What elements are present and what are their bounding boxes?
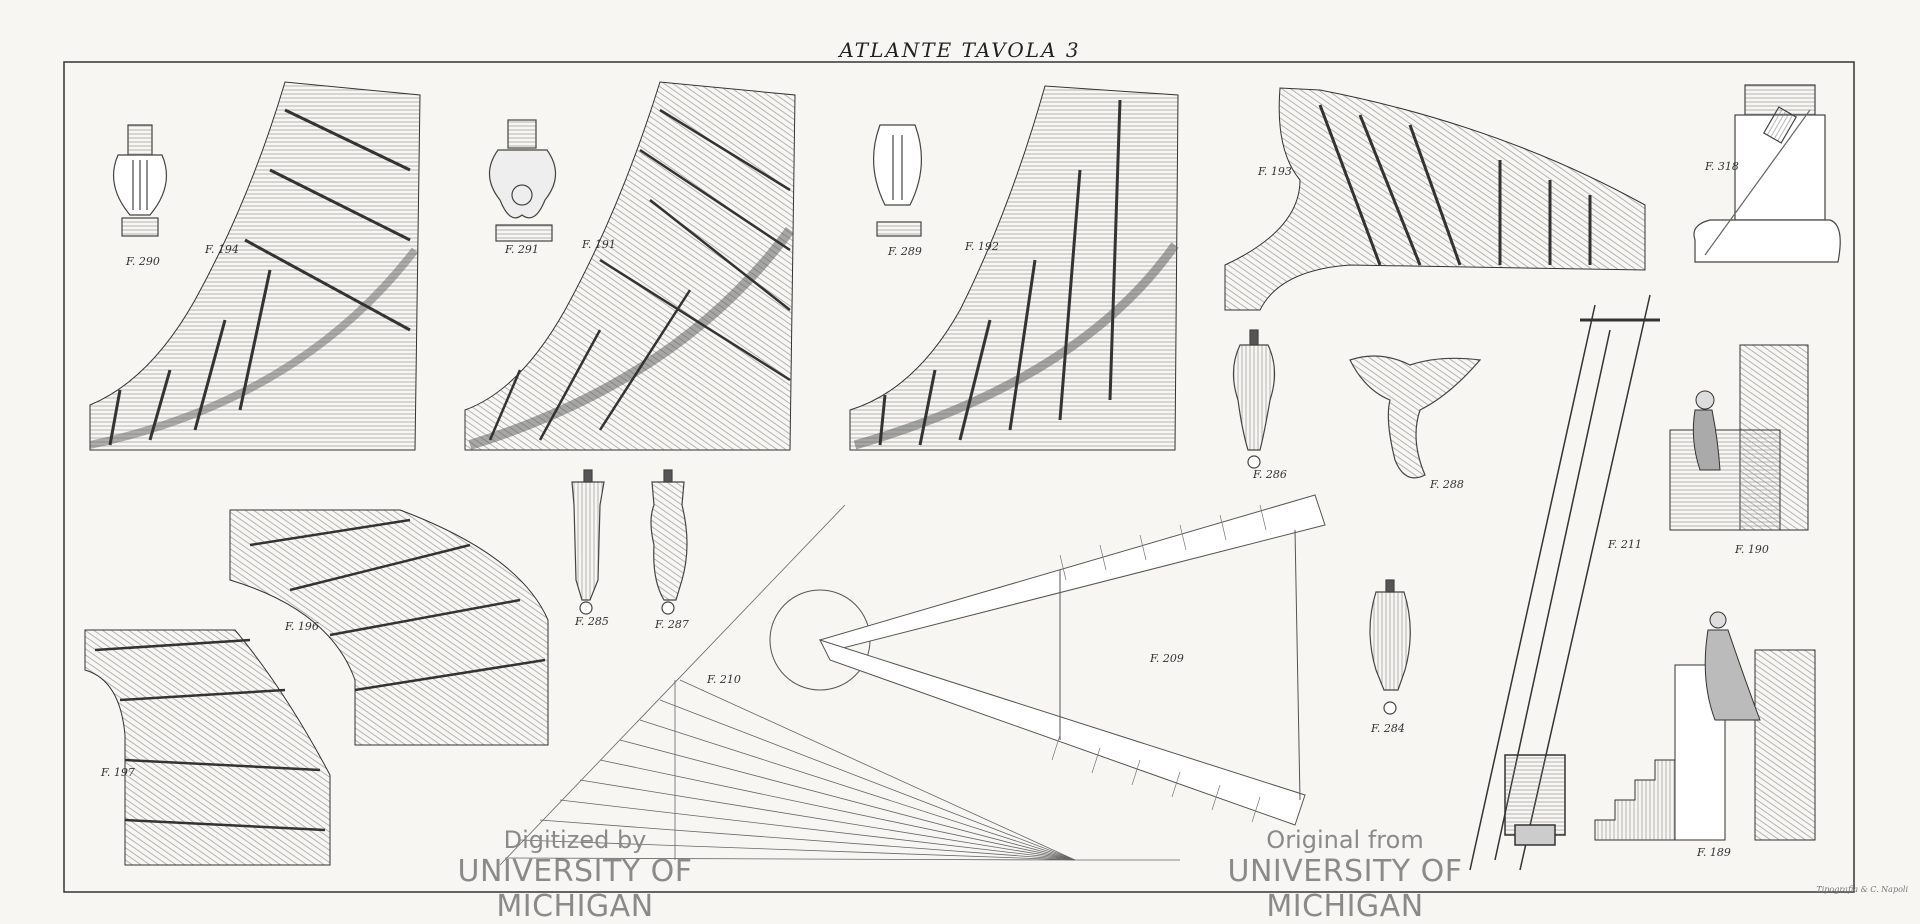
figure-label-285: F. 285 <box>575 615 609 628</box>
figure-label-210: F. 210 <box>707 673 741 686</box>
soundboard-figure-193 <box>1224 87 1646 311</box>
figure-label-288: F. 288 <box>1430 478 1464 491</box>
figure-label-190: F. 190 <box>1735 543 1769 556</box>
soundboard-figure-196 <box>229 509 549 746</box>
watermark-original-line1: Original from <box>1266 826 1424 854</box>
soundboard-figure-194 <box>89 81 421 451</box>
figure-label-193: F. 193 <box>1258 165 1292 178</box>
figure-label-196: F. 196 <box>285 620 319 633</box>
fan-diagram-figure-210 <box>499 504 1180 866</box>
figure-label-291: F. 291 <box>505 243 539 256</box>
watermark-digitized-line2: UNIVERSITY OF MICHIGAN <box>457 854 693 924</box>
plate-title: ATLANTE TAVOLA 3 <box>839 38 1081 62</box>
figure-label-211: F. 211 <box>1608 538 1642 551</box>
lyre-figure-290 <box>112 124 168 237</box>
ornate-lyre-figure-291 <box>488 119 557 242</box>
plate-frame <box>63 61 1855 893</box>
lyre-figure-289 <box>873 124 922 237</box>
figure-label-318: F. 318 <box>1705 160 1739 173</box>
figure-label-289: F. 289 <box>888 245 922 258</box>
soundboard-figure-191 <box>464 81 796 451</box>
watermark-original: Original from UNIVERSITY OF MICHIGAN <box>1160 826 1530 924</box>
figure-label-284: F. 284 <box>1371 722 1405 735</box>
bracket-figure-288 <box>1349 355 1482 479</box>
figure-label-189: F. 189 <box>1697 846 1731 859</box>
organ-stairs-figure-189 <box>1594 611 1816 841</box>
watermark-original-line2: UNIVERSITY OF MICHIGAN <box>1227 854 1463 924</box>
leg-figure-287 <box>650 469 688 615</box>
figure-label-286: F. 286 <box>1253 468 1287 481</box>
cabinet-figure-318 <box>1693 84 1841 263</box>
figure-label-197: F. 197 <box>101 766 135 779</box>
soundboard-figure-192 <box>849 85 1179 451</box>
organ-player-figure-190 <box>1669 344 1809 531</box>
figure-label-194: F. 194 <box>205 243 239 256</box>
figure-label-191: F. 191 <box>582 238 616 251</box>
figure-label-287: F. 287 <box>655 618 689 631</box>
soundboard-figure-197 <box>84 629 331 866</box>
watermark-digitized: Digitized by UNIVERSITY OF MICHIGAN <box>390 826 760 924</box>
figure-label-209: F. 209 <box>1150 652 1184 665</box>
figure-label-290: F. 290 <box>126 255 160 268</box>
leg-figure-286 <box>1232 329 1276 469</box>
leg-figure-285 <box>571 469 605 615</box>
scale-diagram-figure-209 <box>769 494 1326 826</box>
watermark-digitized-line1: Digitized by <box>503 826 647 854</box>
frame-figure-211 <box>1469 294 1660 871</box>
figure-label-192: F. 192 <box>965 240 999 253</box>
leg-figure-284 <box>1369 579 1411 715</box>
printer-mark: Tipografia & C. Napoli <box>1816 885 1908 894</box>
